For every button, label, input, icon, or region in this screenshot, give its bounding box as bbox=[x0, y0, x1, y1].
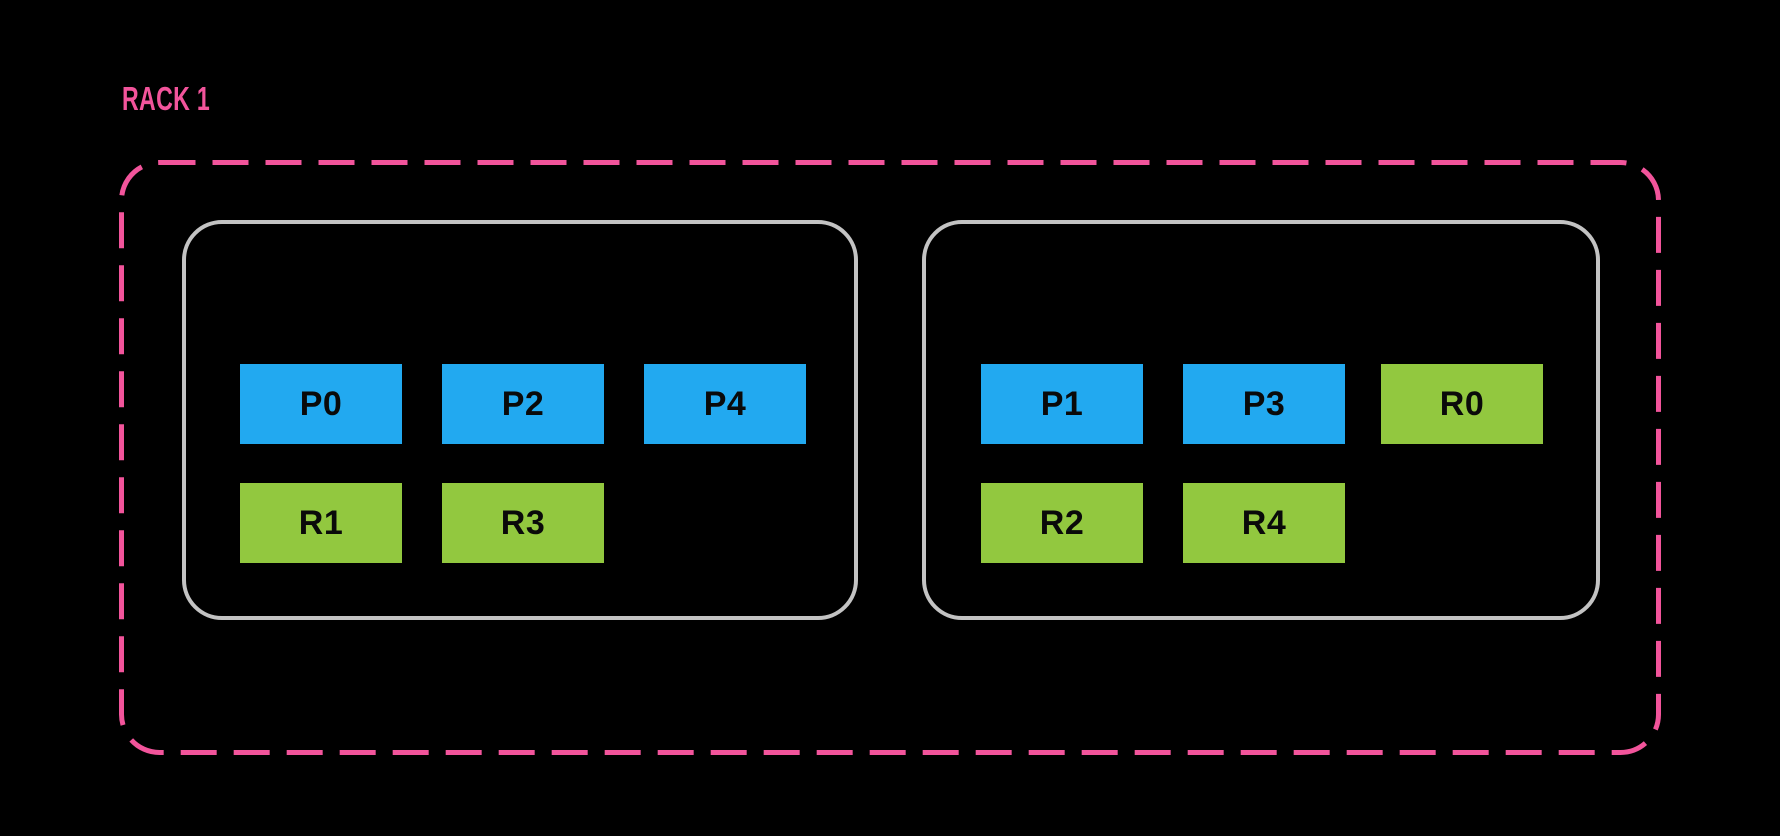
rack-title: RACK 1 bbox=[122, 80, 211, 117]
node-p0: P0 bbox=[240, 364, 402, 444]
node-r1: R1 bbox=[240, 483, 402, 563]
host-box-right bbox=[922, 220, 1600, 620]
node-p1: P1 bbox=[981, 364, 1143, 444]
node-r0: R0 bbox=[1381, 364, 1543, 444]
node-p4: P4 bbox=[644, 364, 806, 444]
node-p2: P2 bbox=[442, 364, 604, 444]
node-p3: P3 bbox=[1183, 364, 1345, 444]
node-r2: R2 bbox=[981, 483, 1143, 563]
rack-dashed-border bbox=[119, 160, 1661, 755]
node-r4: R4 bbox=[1183, 483, 1345, 563]
node-r3: R3 bbox=[442, 483, 604, 563]
host-box-left bbox=[182, 220, 858, 620]
